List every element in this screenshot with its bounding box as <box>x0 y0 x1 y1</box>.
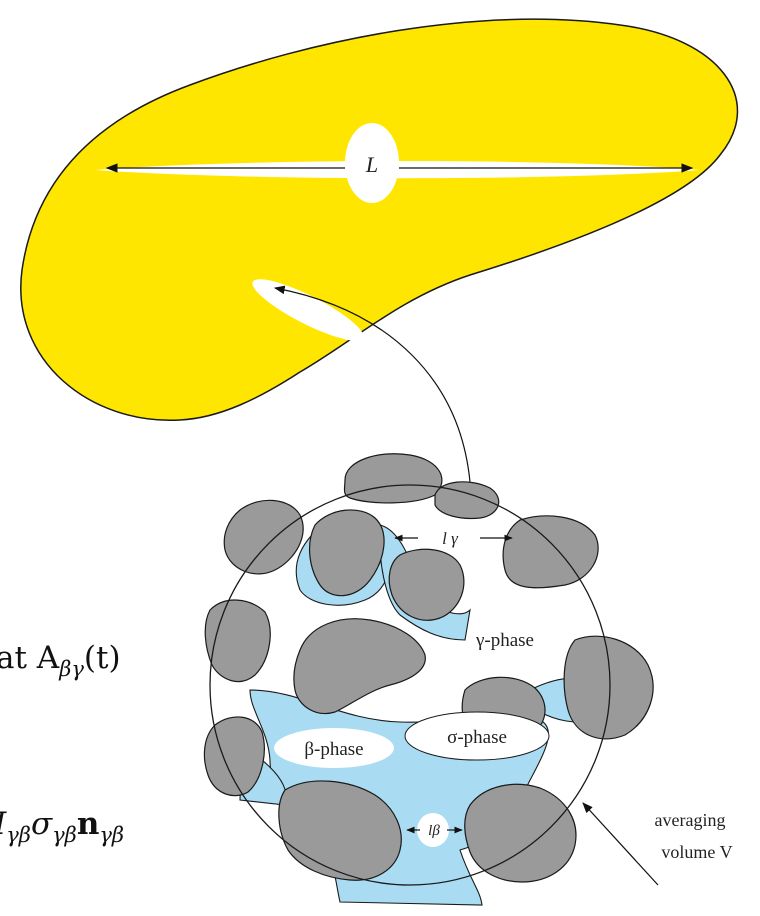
sigma-phase-region <box>404 711 550 761</box>
micro-length-gamma-label: l γ <box>442 529 459 548</box>
sigma-phase-label: σ-phase <box>447 727 507 748</box>
equation-fragment-1: at Aβγ(t) <box>0 640 121 681</box>
macro-region <box>20 18 739 421</box>
sample-location <box>252 279 364 341</box>
equation-fragment-1-sub: βγ <box>58 657 84 681</box>
equation-fragment-2-n-sub: γβ <box>99 823 124 847</box>
equation-fragment-1-tail: (t) <box>84 640 121 676</box>
averaging-volume-label-line2: volume V <box>661 842 732 862</box>
macro-length-label: L <box>365 152 378 177</box>
equation-fragment-2-sigma-sub: γβ <box>52 823 77 847</box>
beta-phase-label-bubble <box>274 728 394 768</box>
equation-fragment-2-i: I <box>0 806 7 842</box>
beta-phase-label: β-phase <box>304 739 363 760</box>
averaging-volume-pointer <box>582 802 659 886</box>
zoom-connector-arrow <box>273 285 471 483</box>
equation-fragment-2-sigma: σ <box>31 806 53 842</box>
equation-fragment-1-text: at A <box>0 640 60 676</box>
equation-fragment-2-i-sub: γβ <box>6 823 31 847</box>
equation-fragment-2-n: n <box>77 806 100 842</box>
gamma-phase-label: γ-phase <box>475 630 534 651</box>
averaging-volume-label-line1: averaging <box>655 810 726 830</box>
averaging-volume-circle <box>209 484 611 886</box>
macro-length-label-bubble <box>345 123 399 203</box>
equation-fragment-2: Iγβσγβnγβ <box>0 806 124 847</box>
micro-length-beta-label: lβ <box>428 823 440 839</box>
micro-length-beta-bubble <box>417 813 449 847</box>
